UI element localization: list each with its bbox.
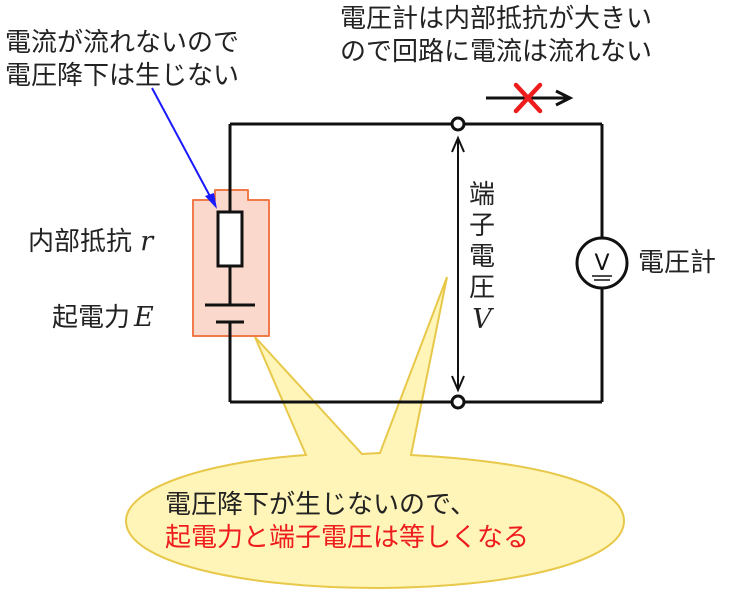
- callout-line1: 電圧降下が生じないので、: [165, 490, 476, 520]
- emf-text: 起電力: [52, 303, 131, 333]
- callout-bubble: [124, 276, 626, 590]
- terminal-voltage-char-2: 子: [468, 211, 495, 241]
- blue-pointer-head: [205, 193, 217, 209]
- terminal-voltage-symbol: V: [472, 304, 492, 335]
- terminal-voltage-char-4: 圧: [468, 273, 495, 303]
- annotation-top-left-line2: 電圧降下は生じない: [5, 61, 240, 91]
- circuit-wires: [228, 122, 604, 404]
- terminal-voltage-arrow: [451, 135, 465, 393]
- internal-resistance-label: 内部抵抗 r: [28, 225, 153, 259]
- terminal-voltage-char-3: 電: [468, 242, 495, 272]
- annotation-top-left-line1: 電流が流れないので: [5, 28, 240, 58]
- internal-resistor: [216, 210, 244, 268]
- terminal-top: [450, 116, 466, 132]
- annotation-top-right-line2: ので回路に電流は流れない: [340, 37, 653, 67]
- voltmeter-label: 電圧計: [638, 248, 717, 278]
- terminal-bottom: [450, 394, 466, 410]
- voltmeter-symbol: V: [594, 251, 609, 276]
- annotation-top-left: 電流が流れないので 電圧降下は生じない: [5, 27, 239, 93]
- annotation-top-right-line1: 電圧計は内部抵抗が大きい: [340, 4, 653, 34]
- emf-symbol: E: [134, 302, 154, 333]
- blue-pointer-line: [151, 87, 213, 201]
- terminal-voltage-char-1: 端: [468, 180, 495, 210]
- voltmeter-circle: [575, 236, 629, 290]
- internal-resistance-symbol: r: [140, 226, 154, 257]
- internal-resistance-text: 内部抵抗: [28, 227, 133, 257]
- callout-text: 電圧降下が生じないので、 起電力と端子電圧は等しくなる: [165, 489, 529, 555]
- cross-mark-icon: [513, 82, 543, 114]
- annotation-top-right: 電圧計は内部抵抗が大きい ので回路に電流は流れない: [340, 3, 652, 69]
- callout-line2: 起電力と端子電圧は等しくなる: [165, 523, 530, 553]
- terminal-voltage-label: 端 子 電 圧 V: [467, 180, 497, 335]
